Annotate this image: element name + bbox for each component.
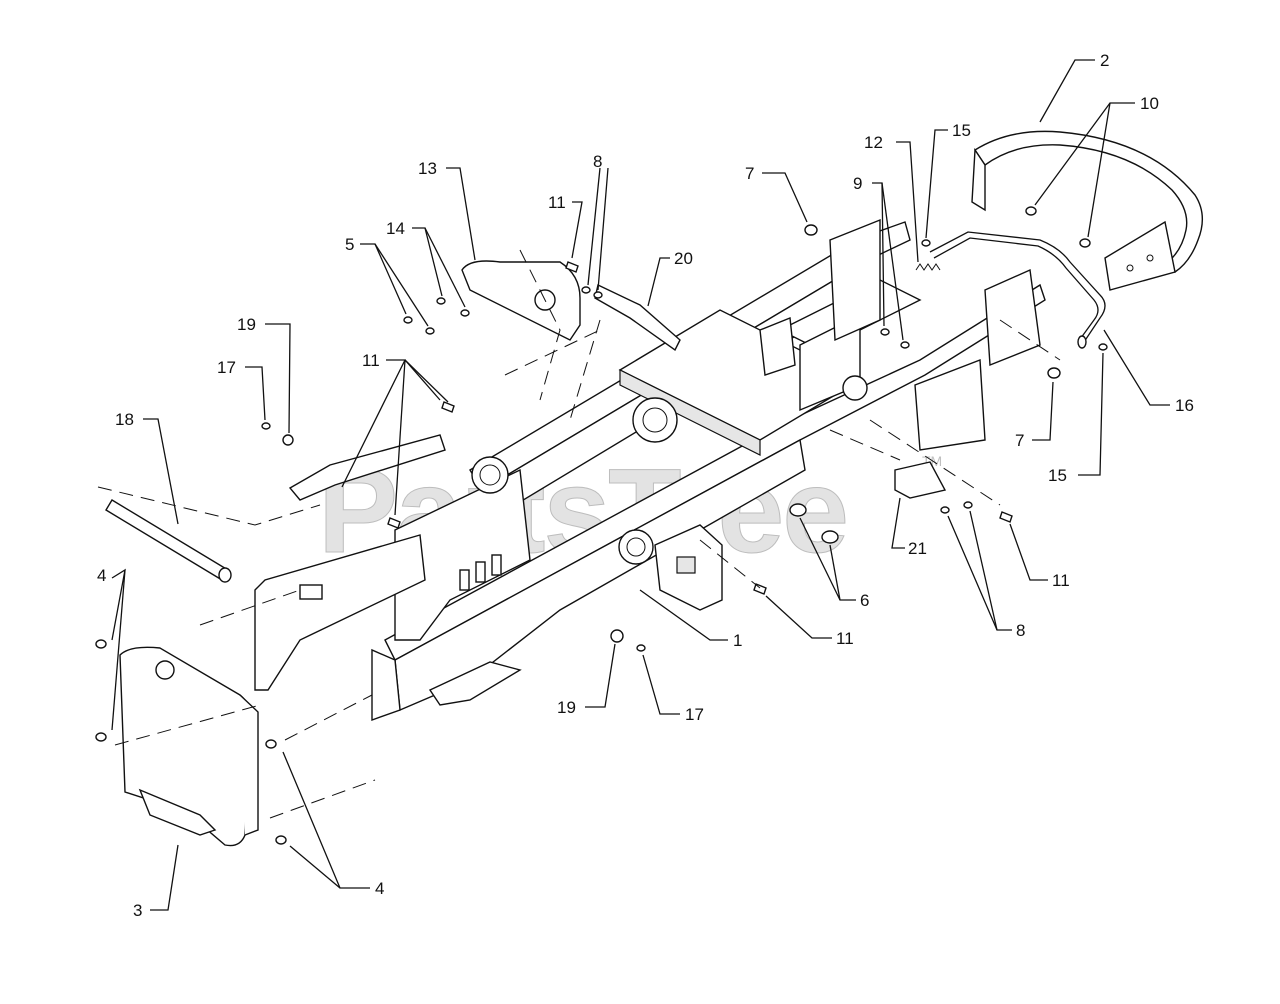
callout-13[interactable]: 13 bbox=[418, 159, 437, 178]
callout-8-bottom[interactable]: 8 bbox=[1016, 621, 1025, 640]
callout-8-top[interactable]: 8 bbox=[593, 152, 602, 171]
part-side-plate[interactable] bbox=[254, 534, 426, 691]
callout-21[interactable]: 21 bbox=[908, 539, 927, 558]
callout-6[interactable]: 6 bbox=[860, 591, 869, 610]
callout-2[interactable]: 2 bbox=[1100, 51, 1109, 70]
callout-7-right[interactable]: 7 bbox=[1015, 431, 1024, 450]
callout-20[interactable]: 20 bbox=[674, 249, 693, 268]
fasteners bbox=[95, 206, 1108, 845]
callout-3[interactable]: 3 bbox=[133, 901, 142, 920]
callout-4-left[interactable]: 4 bbox=[97, 566, 106, 585]
part-rear-bumper[interactable] bbox=[971, 130, 1203, 291]
alignment-lines bbox=[97, 249, 1061, 819]
callouts: 1 2 3 4 4 5 6 7 7 8 8 bbox=[97, 51, 1194, 920]
part-bracket[interactable] bbox=[594, 283, 681, 352]
parts bbox=[95, 130, 1203, 847]
callout-10[interactable]: 10 bbox=[1140, 94, 1159, 113]
part-rear-bracket[interactable] bbox=[894, 461, 947, 499]
callout-9[interactable]: 9 bbox=[853, 174, 862, 193]
callout-11-right[interactable]: 11 bbox=[1052, 571, 1070, 590]
callout-15-right[interactable]: 15 bbox=[1048, 466, 1067, 485]
callout-7-top[interactable]: 7 bbox=[745, 164, 754, 183]
callout-16[interactable]: 16 bbox=[1175, 396, 1194, 415]
callout-1[interactable]: 1 bbox=[733, 631, 742, 650]
callout-12[interactable]: 12 bbox=[864, 133, 883, 152]
callout-11-center[interactable]: 11 bbox=[836, 629, 854, 648]
callout-15-top[interactable]: 15 bbox=[952, 121, 971, 140]
callout-11-top[interactable]: 11 bbox=[548, 193, 566, 212]
callout-5[interactable]: 5 bbox=[345, 235, 354, 254]
callout-19-bottom[interactable]: 19 bbox=[557, 698, 576, 717]
callout-4-bottom[interactable]: 4 bbox=[375, 879, 384, 898]
part-rod[interactable] bbox=[105, 499, 232, 583]
callout-11-left[interactable]: 11 bbox=[362, 351, 380, 370]
callout-19-left[interactable]: 19 bbox=[237, 315, 256, 334]
part-rear-rod[interactable] bbox=[929, 231, 1106, 346]
callout-14[interactable]: 14 bbox=[386, 219, 405, 238]
callout-17-bottom[interactable]: 17 bbox=[685, 705, 704, 724]
part-top-plate[interactable] bbox=[461, 260, 581, 341]
part-main-frame[interactable] bbox=[371, 218, 1046, 721]
callout-17-left[interactable]: 17 bbox=[217, 358, 236, 377]
part-upper-bracket[interactable] bbox=[288, 434, 446, 501]
callout-18[interactable]: 18 bbox=[115, 410, 134, 429]
part-front-panel[interactable] bbox=[119, 646, 259, 847]
